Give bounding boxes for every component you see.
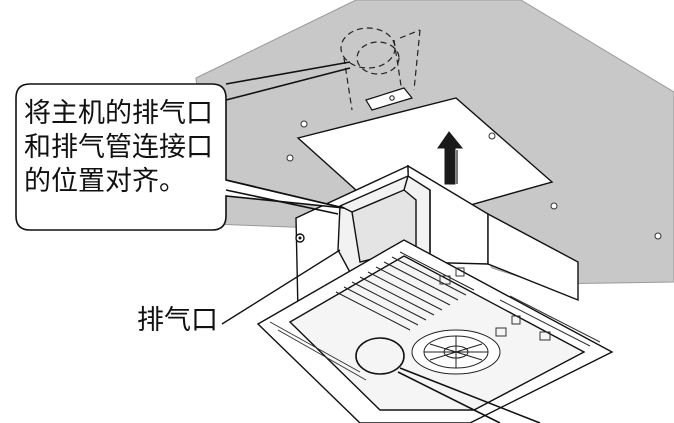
duct-tab bbox=[365, 87, 414, 111]
callout-line-1: 将主机的排气口 bbox=[24, 98, 213, 129]
fan-impeller bbox=[411, 329, 501, 375]
duct-connection-dashed bbox=[340, 27, 421, 111]
frame-details bbox=[269, 267, 601, 381]
screw-holes bbox=[286, 120, 662, 240]
outlet-leader-line bbox=[221, 249, 341, 325]
arrow-up-icon bbox=[437, 131, 464, 185]
callout-text: 将主机的排气口 和排气管连接口 的位置对齐。 bbox=[24, 97, 224, 199]
fan-louvres bbox=[335, 251, 475, 331]
callout-line-2: 和排气管连接口 bbox=[24, 132, 213, 163]
exhaust-outlet-label: 排气口 bbox=[137, 305, 218, 336]
detail-circle bbox=[355, 337, 541, 423]
callout-bubble bbox=[15, 61, 351, 231]
callout-line-3: 的位置对齐。 bbox=[24, 166, 186, 197]
